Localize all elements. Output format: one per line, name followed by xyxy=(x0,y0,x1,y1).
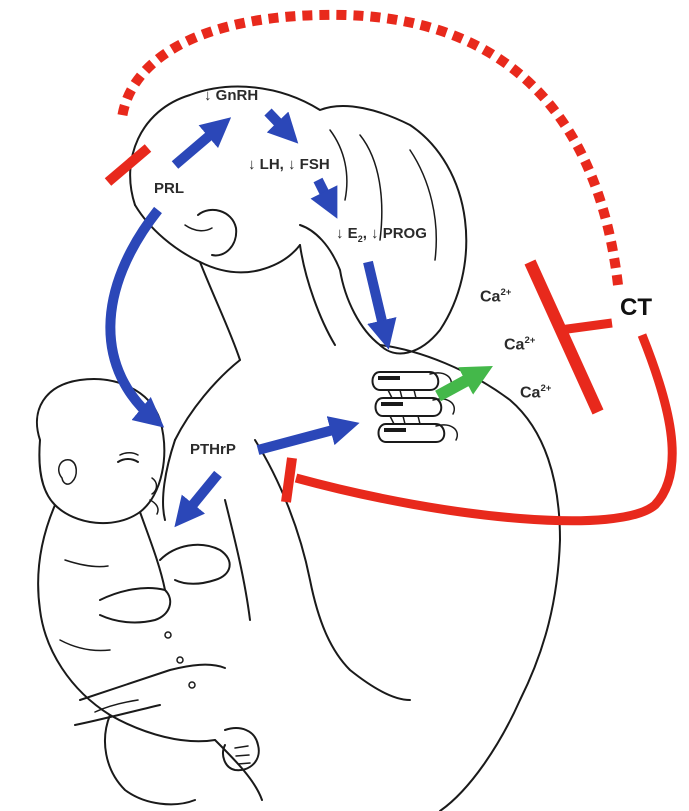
baby-leg xyxy=(105,715,195,804)
prl-label: PRL xyxy=(154,181,184,196)
mother-hand xyxy=(160,545,230,584)
mother-hair xyxy=(130,87,466,354)
pthrp-label: PTHrP xyxy=(190,442,236,457)
vertebra xyxy=(376,398,442,416)
arrow-e2-prog-to-bone xyxy=(368,262,386,338)
e2-prog-label: ↓ E2, ↓ PROG xyxy=(336,226,427,244)
arrow-gnrh-to-lh-fsh xyxy=(268,112,290,135)
e2-label: ↓ E xyxy=(336,225,358,242)
mother-ear xyxy=(198,210,236,256)
calcium-text: Ca xyxy=(504,336,524,353)
mother-back xyxy=(380,345,560,811)
mother-illustration xyxy=(75,87,560,811)
calcium-text: Ca xyxy=(480,288,500,305)
mother-arm xyxy=(255,440,410,700)
arrow-pthrp-to-bone xyxy=(258,426,348,450)
baby-button xyxy=(177,657,183,663)
calcium-label-1: Ca2+ xyxy=(480,288,511,305)
calcium-charge: 2+ xyxy=(540,383,551,394)
lh-fsh-label: ↓ LH, ↓ FSH xyxy=(248,157,330,172)
baby-button xyxy=(165,632,171,638)
ct-inhibits-pthrp-curve xyxy=(296,335,672,521)
calcium-charge: 2+ xyxy=(524,335,535,346)
arrow-prl-to-gnrh xyxy=(175,125,222,165)
vertebra xyxy=(379,424,445,442)
vertebra xyxy=(373,372,439,390)
calcium-label-3: Ca2+ xyxy=(520,384,551,401)
calcium-text: Ca xyxy=(520,384,540,401)
vertebrae-bone xyxy=(373,372,458,442)
arrow-pthrp-to-baby xyxy=(182,474,218,518)
calcium-label-2: Ca2+ xyxy=(504,336,535,353)
baby-ear xyxy=(59,460,77,484)
baby-eye xyxy=(118,459,138,462)
prog-label: , ↓ PROG xyxy=(363,225,427,242)
ct-label: CT xyxy=(620,296,652,320)
arrow-bone-calcium-release xyxy=(438,372,482,396)
baby-button xyxy=(189,682,195,688)
baby-arm xyxy=(100,588,170,622)
pthrp-inhibition-bar xyxy=(286,458,292,502)
arrow-lh-fsh-to-e2-prog xyxy=(318,180,332,208)
gnrh-label: ↓ GnRH xyxy=(204,88,258,103)
baby-head xyxy=(37,379,164,523)
calcium-charge: 2+ xyxy=(500,287,511,298)
ct-to-bone-stem xyxy=(560,323,612,330)
prl-inhibition-bar xyxy=(108,148,148,182)
